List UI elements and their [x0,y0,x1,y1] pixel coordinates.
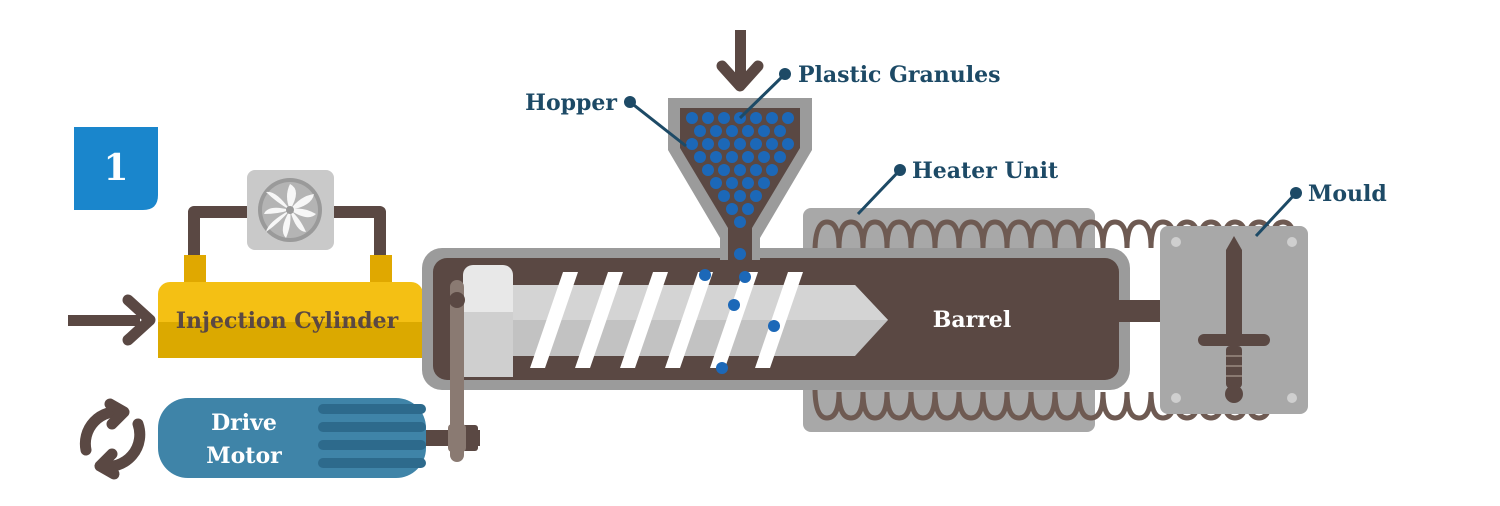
heater-unit-label: Heater Unit [912,158,1059,184]
hydraulic-pipes [184,206,392,285]
screw [463,265,888,377]
down-arrow-icon [716,30,764,92]
mould [1114,226,1308,414]
barrel-label: Barrel [933,307,1011,333]
mould-label: Mould [1308,181,1387,207]
plastic-granules-label: Plastic Granules [798,62,1000,88]
injection-cylinder-label: Injection Cylinder [176,308,399,334]
drive-motor-label-line2: Motor [206,443,282,469]
rotate-arrows-icon [79,398,146,480]
callouts: Hopper Plastic Granules Heater Unit Moul… [525,62,1387,238]
step-badge: 1 [74,127,158,210]
injection-cylinder: Injection Cylinder [158,282,423,358]
drive-motor-label-line1: Drive [211,410,277,436]
input-arrow-icon [68,294,156,346]
drive-motor: Drive Motor [158,398,480,478]
hopper-label: Hopper [525,90,617,116]
drive-belt [449,280,465,462]
plastic-granules [686,112,794,374]
step-number: 1 [103,147,128,189]
fan-icon [247,170,334,250]
